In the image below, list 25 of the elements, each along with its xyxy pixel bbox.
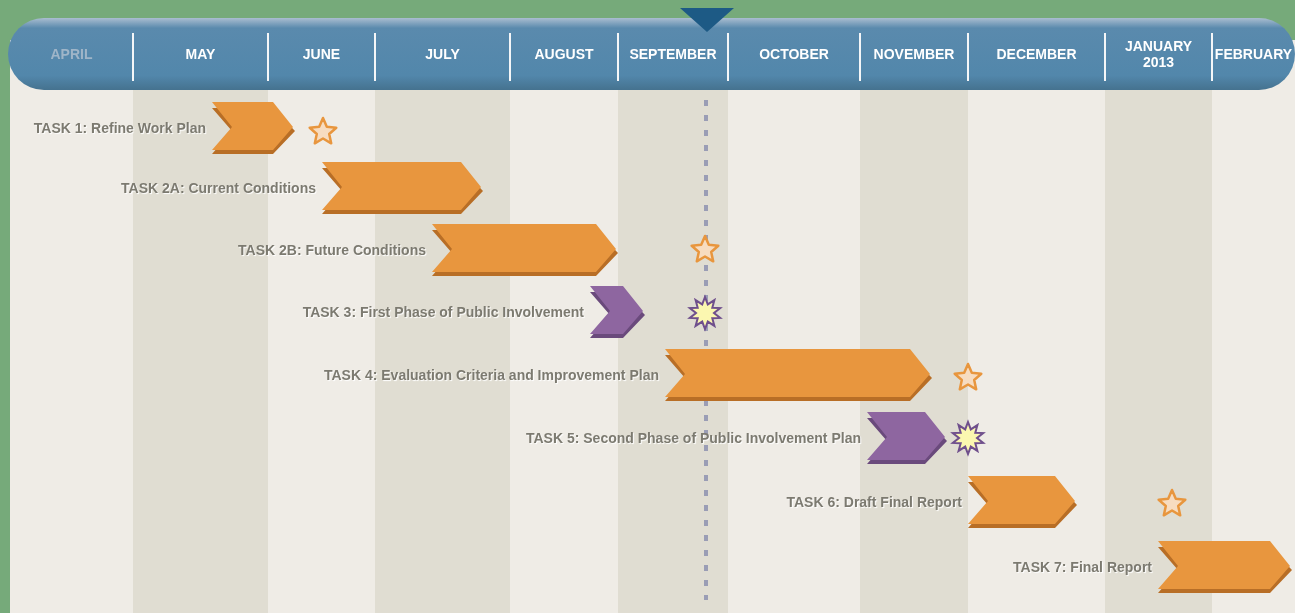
- month-label: MAY: [185, 46, 216, 62]
- task-label: TASK 4: Evaluation Criteria and Improvement Plan: [323, 367, 659, 383]
- month-label: NOVEMBER: [873, 46, 955, 62]
- month-label: JULY: [425, 46, 460, 62]
- star-icon: [952, 361, 984, 393]
- task-label: TASK 2A: Current Conditions: [121, 180, 316, 196]
- star-icon: [1156, 487, 1188, 519]
- star-icon: [307, 115, 339, 147]
- month-label: OCTOBER: [759, 46, 829, 62]
- month-label: JANUARY 2013: [1123, 38, 1194, 70]
- month-label: FEBRUARY: [1214, 46, 1293, 62]
- task-label: TASK 3: First Phase of Public Involvement: [302, 304, 584, 320]
- month-label: APRIL: [50, 46, 93, 62]
- task-label: TASK 2B: Future Conditions: [238, 242, 426, 258]
- task-label: TASK 5: Second Phase of Public Involvement Plan: [525, 430, 861, 446]
- month-label: AUGUST: [534, 46, 594, 62]
- month-label: DECEMBER: [996, 46, 1077, 62]
- month-label: SEPTEMBER: [629, 46, 717, 62]
- task-label: TASK 6: Draft Final Report: [786, 494, 962, 510]
- starburst-icon: [687, 295, 723, 331]
- star-icon: [689, 233, 721, 265]
- task-label: TASK 7: Final Report: [1013, 559, 1152, 575]
- task-label: TASK 1: Refine Work Plan: [33, 120, 206, 136]
- starburst-icon: [950, 420, 986, 456]
- month-label: JUNE: [302, 46, 341, 62]
